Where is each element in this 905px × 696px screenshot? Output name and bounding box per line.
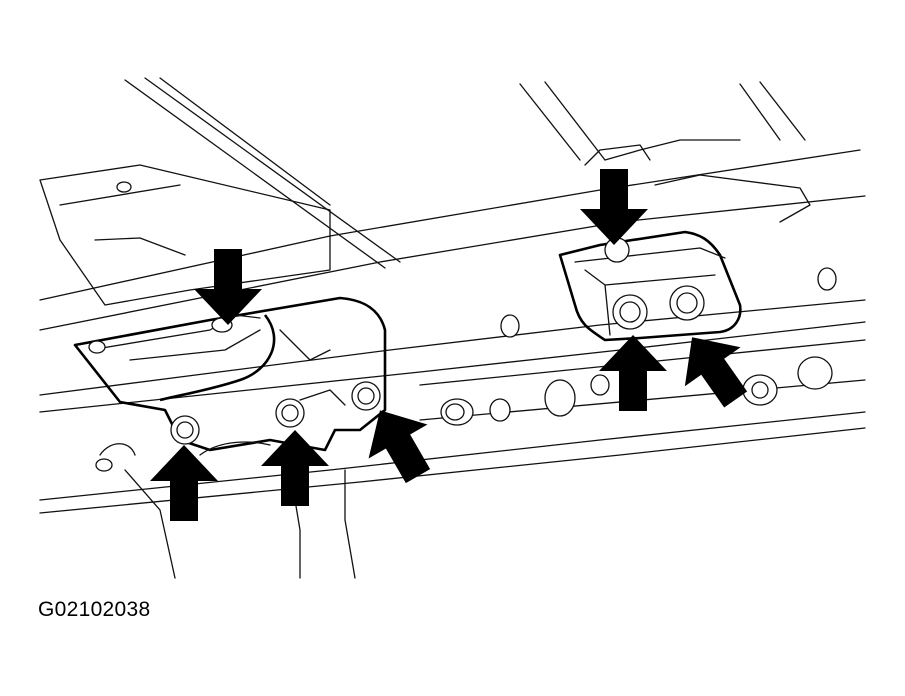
- arrow-top-right: [580, 169, 648, 245]
- right-mount-block: [558, 230, 742, 342]
- arrow-bottom-1: [150, 445, 218, 521]
- arrow-right-lower-2: [684, 337, 748, 408]
- arrow-top-left: [194, 249, 262, 325]
- figure-code: G02102038: [38, 598, 151, 621]
- arrow-bottom-3: [368, 410, 431, 484]
- arrow-bottom-2: [261, 430, 329, 506]
- callout-arrows: [150, 169, 748, 521]
- arrow-right-lower-1: [599, 335, 667, 411]
- body-frame: [39, 77, 866, 579]
- frame-holes: [95, 181, 837, 472]
